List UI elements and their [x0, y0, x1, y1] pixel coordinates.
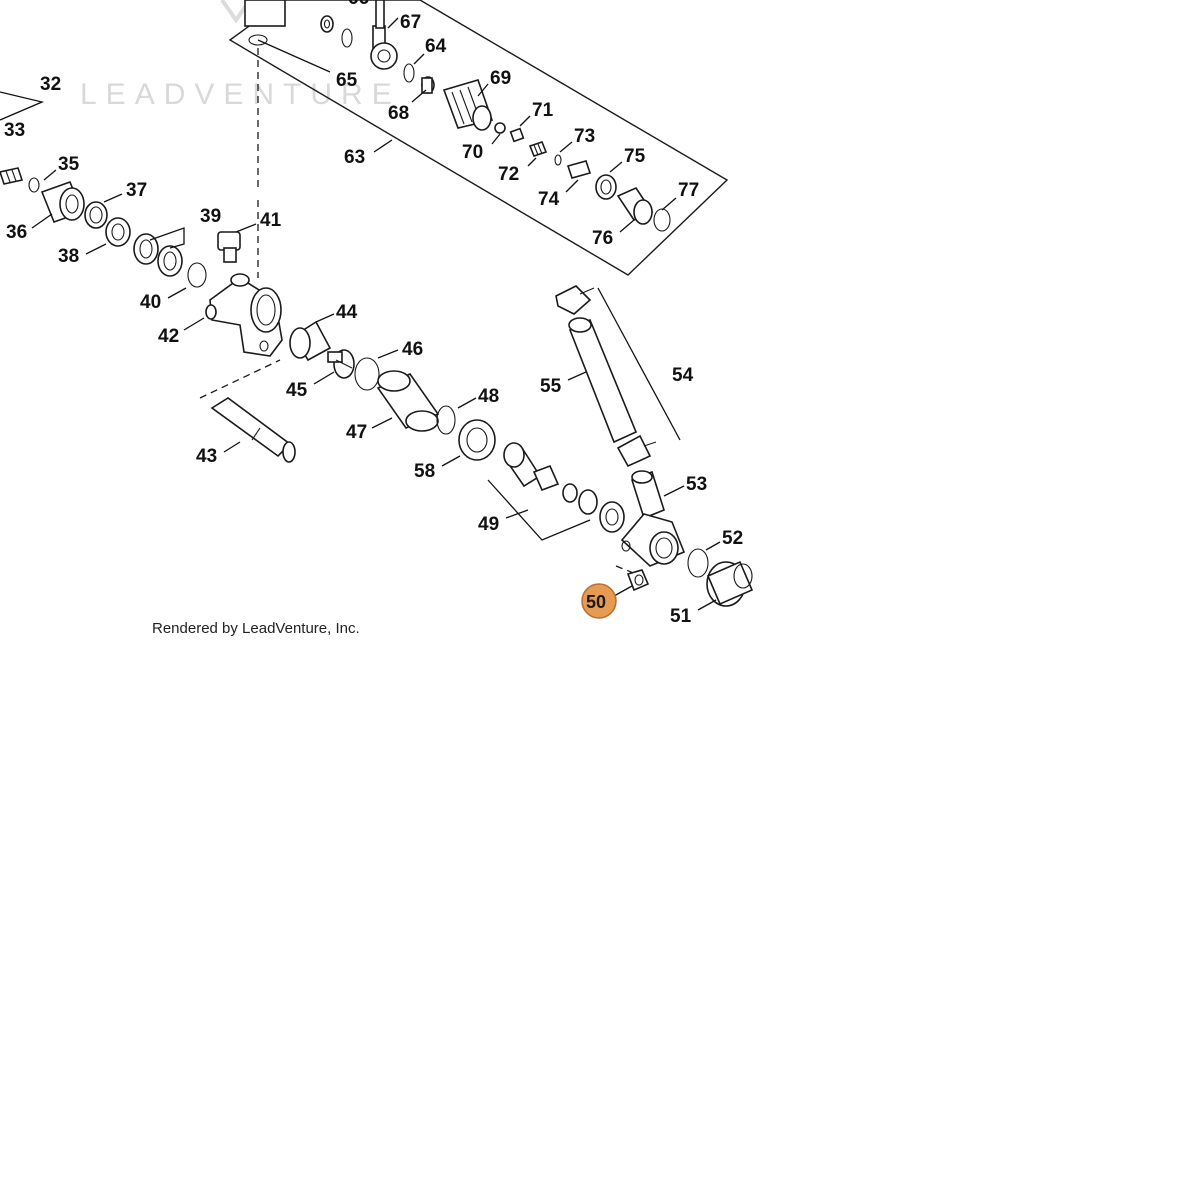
part-44-bushing[interactable]	[289, 320, 332, 362]
part-69-valve-body[interactable]	[442, 79, 494, 131]
part-50-nut[interactable]	[615, 565, 650, 592]
callout-43[interactable]: 43	[196, 446, 217, 467]
part-65-o-ring[interactable]	[341, 28, 353, 48]
part-66-washer[interactable]	[320, 15, 334, 33]
part-71-nut[interactable]	[509, 127, 525, 143]
callout-47[interactable]: 47	[346, 422, 367, 443]
callout-51[interactable]: 51	[670, 606, 692, 627]
part-36-cap[interactable]	[40, 180, 85, 224]
part-67-banjo-fitting[interactable]	[370, 0, 398, 70]
part-40-o-ring[interactable]	[187, 262, 207, 288]
callout-67[interactable]: 67	[400, 12, 421, 33]
watermark-logo: LEADVENTURE	[80, 0, 392, 111]
callout-46[interactable]: 46	[402, 339, 423, 360]
part-45-screw[interactable]	[327, 349, 355, 379]
callout-40[interactable]: 40	[140, 292, 161, 313]
callout-37[interactable]: 37	[126, 180, 147, 201]
callout-63[interactable]: 63	[344, 147, 365, 168]
render-credit: Rendered by LeadVenture, Inc.	[152, 620, 360, 637]
part-76-sleeve[interactable]	[616, 186, 654, 225]
callout-70[interactable]: 70	[462, 142, 483, 163]
part-35-spring[interactable]	[0, 167, 40, 193]
callout-72[interactable]: 72	[498, 164, 519, 185]
callout-labels: 66 67 64 65 69 68 71 70 73 72 63 75 74 7…	[4, 0, 743, 627]
callout-69[interactable]: 69	[490, 68, 511, 89]
part-68-fitting[interactable]	[421, 76, 435, 94]
leader-lines	[31, 17, 721, 611]
kit-panel-63	[228, 0, 729, 276]
callout-50-highlighted[interactable]: 50	[586, 592, 606, 612]
callout-71[interactable]: 71	[532, 100, 554, 121]
part-49-valve-kit[interactable]	[487, 442, 625, 541]
callout-38[interactable]: 38	[58, 246, 79, 267]
part-54-hose-assembly[interactable]	[555, 285, 681, 468]
part-48-o-ring[interactable]	[436, 405, 456, 435]
callout-65[interactable]: 65	[336, 70, 358, 91]
part-39-seal-set[interactable]	[133, 233, 183, 277]
part-46-o-ring[interactable]	[354, 357, 380, 391]
callout-58[interactable]: 58	[414, 461, 435, 482]
part-74-pin[interactable]	[566, 160, 592, 179]
callout-36[interactable]: 36	[6, 222, 27, 243]
callout-76[interactable]: 76	[592, 228, 613, 249]
part-70-ball[interactable]	[494, 122, 506, 134]
callout-54[interactable]: 54	[672, 365, 694, 386]
part-47-sleeve[interactable]	[376, 370, 440, 432]
callout-55[interactable]: 55	[540, 376, 562, 397]
part-58-bearing[interactable]	[458, 419, 496, 461]
callout-73[interactable]: 73	[574, 126, 595, 147]
callout-66[interactable]: 66	[348, 0, 369, 9]
callout-49[interactable]: 49	[478, 514, 499, 535]
highlight-circle-50	[581, 583, 617, 619]
callout-39[interactable]: 39	[200, 206, 221, 227]
part-37-seal[interactable]	[84, 201, 108, 229]
callout-32[interactable]: 32	[40, 74, 61, 95]
callout-53[interactable]: 53	[686, 474, 707, 495]
callout-33[interactable]: 33	[4, 120, 25, 141]
callout-68[interactable]: 68	[388, 103, 409, 124]
part-72-spring[interactable]	[528, 141, 548, 157]
part-41-plug[interactable]	[217, 231, 241, 263]
callout-48[interactable]: 48	[478, 386, 499, 407]
callout-45[interactable]: 45	[286, 380, 308, 401]
callout-42[interactable]: 42	[158, 326, 179, 347]
part-53-valve-housing[interactable]	[620, 470, 686, 567]
part-73-o-ring[interactable]	[554, 154, 562, 166]
part-64-o-ring[interactable]	[403, 63, 415, 83]
callout-77[interactable]: 77	[678, 180, 699, 201]
callout-75[interactable]: 75	[624, 146, 646, 167]
part-42-manifold-body[interactable]	[205, 273, 283, 357]
part-32-33-bracket	[0, 91, 45, 121]
callout-35[interactable]: 35	[58, 154, 80, 175]
part-77-o-ring[interactable]	[653, 208, 671, 232]
callout-52[interactable]: 52	[722, 528, 743, 549]
part-51-cap[interactable]	[706, 560, 754, 607]
callout-74[interactable]: 74	[538, 189, 560, 210]
callout-44[interactable]: 44	[336, 302, 358, 323]
callout-64[interactable]: 64	[425, 36, 447, 57]
part-52-o-ring[interactable]	[687, 548, 709, 578]
callout-41[interactable]: 41	[260, 210, 282, 231]
part-38-seal[interactable]	[105, 217, 131, 247]
part-43-shaft[interactable]	[199, 359, 296, 463]
part-75-seal[interactable]	[595, 174, 617, 200]
